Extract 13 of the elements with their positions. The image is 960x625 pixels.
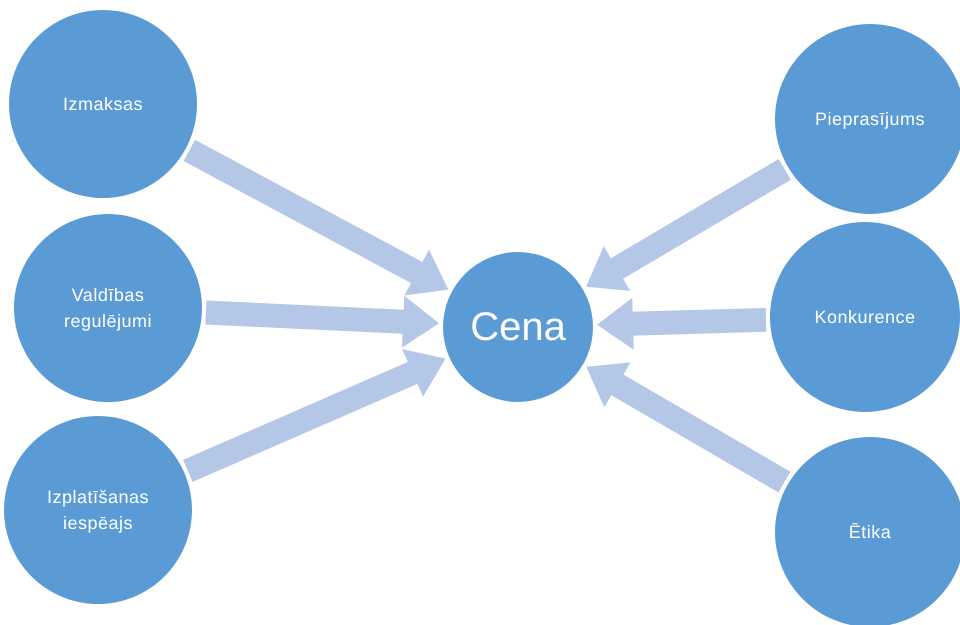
block-arrow (184, 140, 448, 296)
node-label: Valdības regulējumi (62, 284, 154, 333)
node-label: Cena (470, 304, 566, 351)
node-label: Pieprasījums (814, 108, 926, 131)
block-arrow (586, 362, 790, 492)
block-arrow (183, 349, 446, 482)
block-arrow (205, 296, 440, 348)
node-label: Izplatīšanas iespēajs (46, 486, 150, 535)
node-label: Konkurence (814, 306, 916, 329)
node-label: Ētika (848, 520, 892, 544)
node-label: Izmaksas (62, 92, 144, 116)
block-arrow (586, 159, 791, 291)
block-arrow (597, 298, 766, 350)
